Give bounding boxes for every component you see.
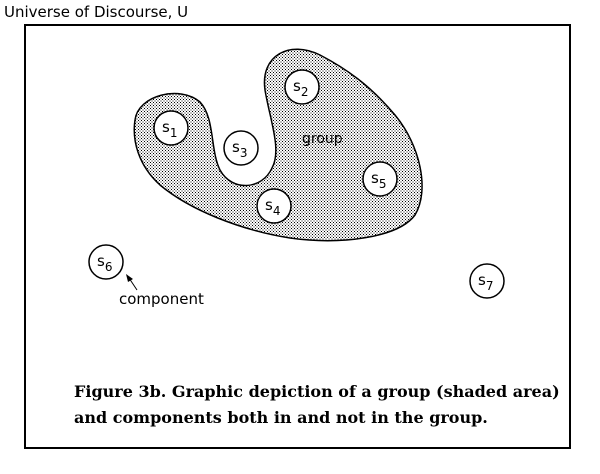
svg-text:s5: s5 [371, 169, 386, 191]
figure-caption: Figure 3b. Graphic depiction of a group … [74, 379, 560, 431]
component-s3: s3 [223, 130, 259, 166]
universe-label: Universe of Discourse, U [4, 3, 189, 21]
svg-text:s6: s6 [97, 252, 112, 274]
caption-line-2: and components both in and not in the gr… [74, 408, 488, 427]
component-s6: s6 [88, 244, 124, 280]
svg-text:s1: s1 [162, 118, 177, 140]
caption-line-1: Figure 3b. Graphic depiction of a group … [74, 382, 560, 401]
component-s4: s4 [256, 188, 292, 224]
component-s5: s5 [362, 161, 398, 197]
component-s2: s2 [284, 69, 320, 105]
group-label: group [302, 131, 343, 147]
group-shaded-area [133, 48, 423, 242]
svg-text:s2: s2 [293, 77, 308, 99]
component-pointer-arrow [126, 274, 138, 291]
component-label: component [119, 290, 204, 308]
universe-frame [24, 24, 571, 449]
svg-text:s3: s3 [232, 138, 247, 160]
svg-text:s7: s7 [478, 271, 493, 293]
component-s1: s1 [153, 110, 189, 146]
svg-text:s4: s4 [265, 196, 280, 218]
component-s7: s7 [469, 263, 505, 299]
